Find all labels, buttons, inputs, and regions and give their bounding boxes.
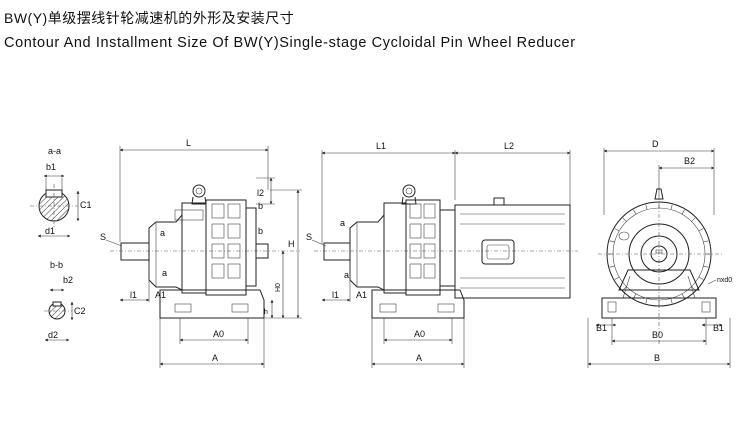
label-b1: b1	[46, 162, 56, 172]
flange-rib	[614, 228, 620, 232]
label-l2: l2	[257, 188, 264, 198]
section-bb: b-b b2 C2 d2	[44, 260, 86, 342]
label-L1: L1	[376, 141, 386, 151]
title-chinese: BW(Y)单级摆线针轮减速机的外形及安装尺寸	[4, 10, 295, 26]
terminal-box	[481, 239, 515, 265]
flange-rib	[614, 276, 620, 280]
flange-rib	[691, 286, 696, 291]
section-aa: a-a b1 C1 d1	[30, 146, 92, 238]
label-l1-2: l1	[332, 290, 339, 300]
label-A-2: A	[416, 353, 422, 363]
flange-rib	[703, 265, 709, 268]
end-view-base	[601, 297, 717, 319]
label-A: A	[212, 353, 218, 363]
label-b-mid: b	[258, 226, 263, 236]
label-D: D	[652, 139, 659, 149]
flange-rib	[681, 293, 685, 299]
flange-rib	[622, 286, 627, 291]
label-A0-2: A0	[414, 329, 425, 339]
label-S: S	[100, 232, 106, 242]
flange-rib	[681, 209, 685, 215]
label-A1: A1	[155, 290, 166, 300]
flange-rib	[698, 228, 704, 232]
label-c1: C1	[80, 200, 92, 210]
reducer-end-view: D B2 nxd0 B1 B1 B0 B	[587, 139, 732, 368]
label-a-bot: a	[162, 268, 167, 278]
motor-body	[454, 204, 571, 299]
label-B1-left: B1	[596, 323, 607, 333]
label-l1: l1	[130, 290, 137, 300]
base-foot	[159, 289, 265, 319]
label-B: B	[654, 353, 660, 363]
label-d2: d2	[48, 330, 58, 340]
flange-rib	[609, 240, 615, 243]
label-B2: B2	[684, 156, 695, 166]
reducer-side-view: L S a a b b	[100, 138, 302, 368]
label-a-top: a	[160, 228, 165, 238]
flange-rib	[691, 217, 696, 222]
label-B1-right: B1	[713, 323, 724, 333]
flange-rib	[609, 265, 615, 268]
label-A1-2: A1	[356, 290, 367, 300]
flange-rib	[698, 276, 704, 280]
label-b2: b2	[63, 275, 73, 285]
label-a-top-2: a	[340, 218, 345, 228]
label-a-bot-2: a	[344, 270, 349, 280]
reducer-motor-side-view: L1 L2 S a a	[306, 141, 578, 368]
flange-rib	[622, 217, 627, 222]
flange-rib	[633, 209, 637, 215]
label-H: H	[288, 239, 295, 249]
flange-rib	[670, 204, 673, 210]
label-d1: d1	[45, 226, 55, 236]
label-L: L	[186, 138, 191, 148]
label-S-2: S	[306, 232, 312, 242]
label-b-top: b	[258, 201, 263, 211]
flange-rib	[645, 298, 648, 304]
flange-rib	[645, 204, 648, 210]
label-A0: A0	[213, 329, 224, 339]
title-english: Contour And Installment Size Of BW(Y)Sin…	[4, 35, 576, 51]
label-nxd0: nxd0	[717, 277, 732, 284]
output-shaft	[120, 242, 150, 261]
flange-rib	[633, 293, 637, 299]
label-B0: B0	[652, 330, 663, 340]
label-L2: L2	[504, 141, 514, 151]
flange-rib	[703, 240, 709, 243]
section-aa-title: a-a	[48, 146, 61, 156]
flange-rib	[670, 298, 673, 304]
label-c2: C2	[74, 306, 86, 316]
section-bb-title: b-b	[50, 260, 63, 270]
label-H0: H0	[275, 283, 282, 292]
label-h: h	[264, 309, 268, 316]
